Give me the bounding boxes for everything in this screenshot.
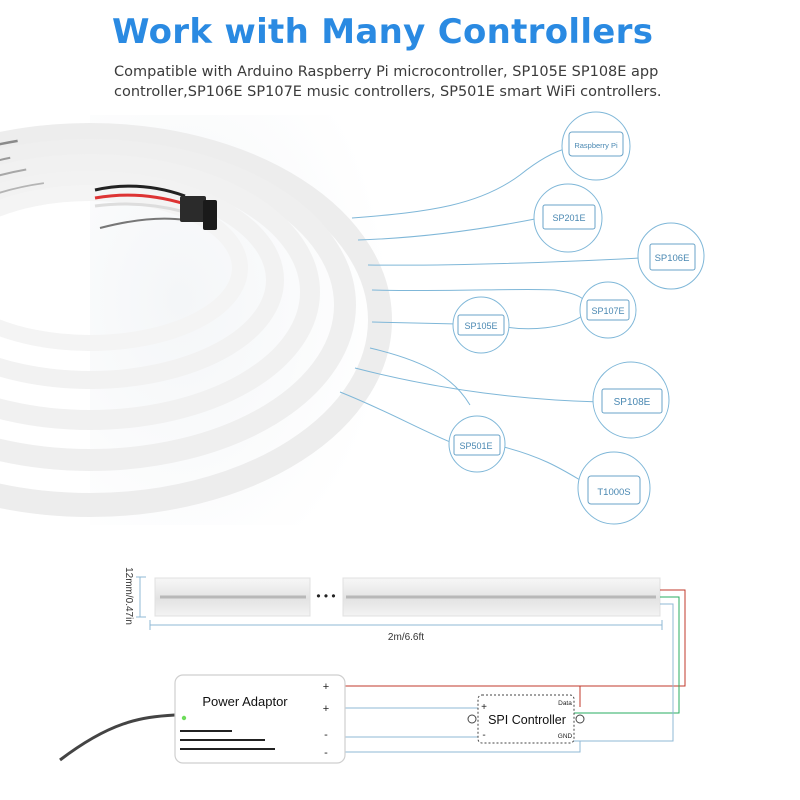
adaptor-plus-2: + [323, 703, 329, 715]
spi-minus: - [482, 730, 485, 741]
controller-raspberry-pi: Raspberry Pi [561, 111, 631, 181]
strip-ellipsis: • • • [316, 589, 335, 603]
subtitle-line-2: controller,SP106E SP107E music controlle… [114, 84, 662, 100]
page-title: Work with Many Controllers [112, 12, 654, 52]
controller-sp105e: SP105E [452, 296, 510, 354]
controller-sp107e: SP107E [579, 281, 637, 339]
adaptor-minus-1: - [324, 729, 328, 741]
length-dimension-label: 2m/6.6ft [388, 632, 424, 643]
controller-label-sp105e: SP105E [464, 321, 497, 331]
adaptor-minus-2: - [324, 747, 328, 759]
spi-controller-box [477, 694, 575, 744]
subtitle-line-1: Compatible with Arduino Raspberry Pi mic… [114, 64, 659, 80]
controller-sp501e: SP501E [448, 415, 506, 473]
power-led [181, 715, 187, 721]
controller-label-sp108e: SP108E [614, 397, 651, 408]
power-adaptor-label: Power Adaptor [202, 694, 288, 709]
controller-sp106e: SP106E [637, 222, 705, 290]
spi-data-label: Data [558, 700, 572, 707]
wire-blue [560, 603, 674, 742]
page-subtitle: Compatible with Arduino Raspberry Pi mic… [114, 62, 754, 102]
controller-label-sp106e: SP106E [655, 253, 690, 264]
controller-sp201e: SP201E [533, 183, 603, 253]
spi-controller-label: SPI Controller [488, 713, 566, 727]
adaptor-plus-1: + [323, 681, 329, 693]
controller-label-raspberry-pi: Raspberry Pi [574, 141, 618, 150]
wiring-diagram: 12mm/0.47in • • • 2m/6.6ft Power Adaptor… [59, 567, 686, 764]
wire-red [579, 589, 686, 707]
power-cord [59, 713, 176, 762]
controller-label-sp501e: SP501E [459, 441, 492, 451]
connector-plug [180, 196, 206, 222]
wire-green [560, 596, 680, 714]
height-dimension-label: 12mm/0.47in [123, 567, 134, 625]
spi-gnd-label: GND [558, 733, 573, 740]
controller-label-sp201e: SP201E [552, 213, 585, 223]
controller-t1000s: T1000S [577, 451, 651, 525]
controller-label-t1000s: T1000S [597, 487, 630, 498]
controller-label-sp107e: SP107E [591, 306, 624, 316]
controller-sp108e: SP108E [592, 361, 670, 439]
spi-plus: + [481, 702, 487, 713]
coiled-neon-strip [0, 115, 392, 525]
